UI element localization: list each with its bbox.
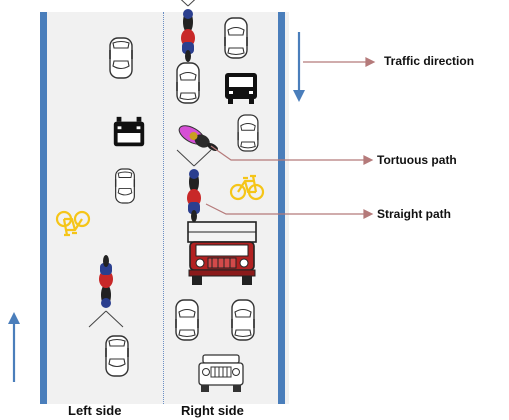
left-curb — [40, 12, 47, 404]
car-icon — [175, 299, 199, 341]
motorbike-icon — [170, 0, 206, 63]
car-icon — [114, 168, 136, 204]
jeep-icon — [198, 354, 244, 392]
car-icon — [224, 17, 248, 59]
motorbike-icon — [178, 125, 218, 151]
car-icon — [237, 114, 259, 152]
right-side-label: Right side — [181, 403, 244, 418]
traffic-direction-leader — [303, 57, 376, 67]
tortuous-path-label: Tortuous path — [377, 153, 457, 167]
car-icon — [231, 299, 255, 341]
motorbike-icon — [88, 254, 124, 328]
bus-icon — [113, 116, 145, 147]
right-curb — [278, 12, 285, 404]
straight-path-leader — [205, 203, 374, 219]
bus-icon — [225, 73, 257, 104]
car-icon — [176, 62, 200, 104]
truck-icon — [187, 221, 257, 285]
car-icon — [105, 335, 129, 377]
arrow-up-icon — [8, 312, 20, 382]
tortuous-path-leader — [210, 145, 374, 165]
bicycle-icon — [229, 174, 265, 201]
straight-path-label: Straight path — [377, 207, 451, 221]
traffic-direction-label: Traffic direction — [384, 54, 475, 68]
car-icon — [109, 37, 133, 79]
arrow-down-icon — [293, 32, 305, 102]
lane-divider — [163, 12, 164, 404]
bicycle-icon — [55, 210, 91, 237]
motorbike-icon — [176, 149, 212, 223]
left-side-label: Left side — [68, 403, 122, 418]
